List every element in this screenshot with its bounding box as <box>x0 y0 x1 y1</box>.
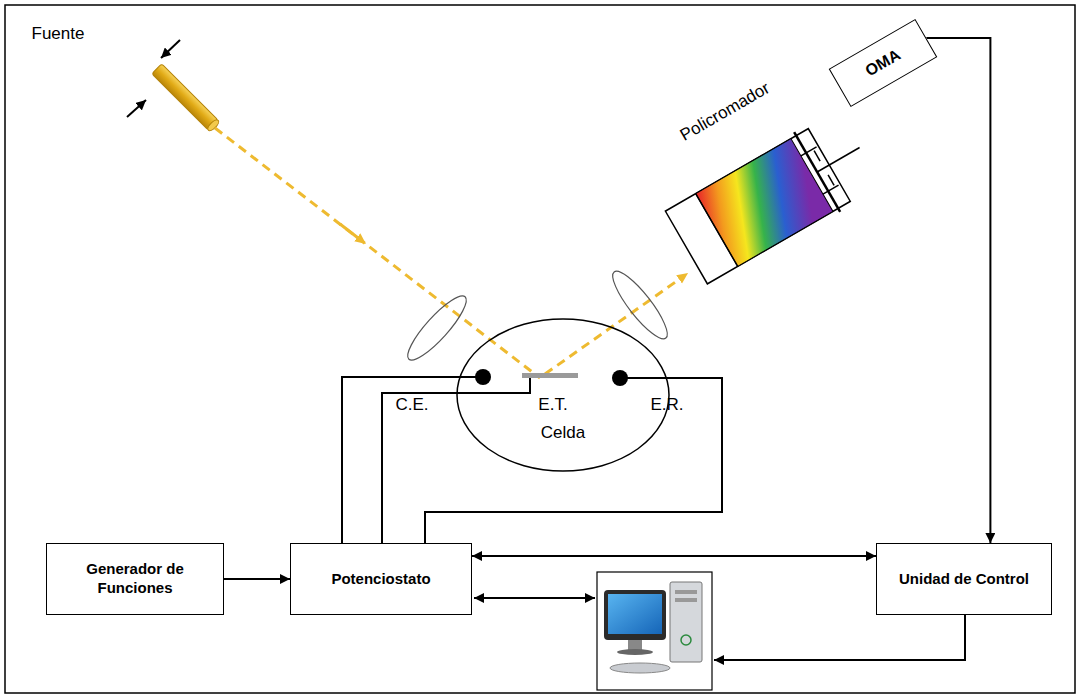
electrode-label: C.E. <box>395 395 428 415</box>
electrode-wire <box>342 377 483 543</box>
source-label: Fuente <box>32 24 85 44</box>
node-text: Generador de Funciones <box>55 560 215 598</box>
process-box: Generador de Funciones <box>46 543 224 615</box>
lens <box>401 289 474 366</box>
oma-box: OMA <box>829 19 938 107</box>
signal-arrow <box>926 38 990 543</box>
computer-icon <box>597 572 712 690</box>
working-electrode <box>522 373 578 378</box>
beam-arrow <box>340 224 362 241</box>
node-text: Unidad de Control <box>899 570 1029 589</box>
data-link <box>474 597 595 599</box>
node-text: Potenciostato <box>331 570 430 589</box>
electrode-label: E.R. <box>650 395 683 415</box>
process-box: Unidad de Control <box>876 543 1052 615</box>
light-beam <box>215 128 540 378</box>
signal-arrow <box>472 555 876 557</box>
frame <box>5 5 1075 693</box>
pointer-arrow <box>161 40 180 58</box>
electrode-label: E.T. <box>538 395 567 415</box>
light-beam <box>545 276 684 374</box>
node-text: OMA <box>862 45 904 81</box>
electrode-wire <box>425 378 722 543</box>
polychromator-label: Policromador <box>677 78 774 145</box>
lens <box>605 265 674 345</box>
signal-arrow <box>224 578 290 580</box>
light-source <box>152 64 221 133</box>
pointer-arrow <box>127 100 146 117</box>
node-text: Celda <box>541 423 585 442</box>
data-link <box>714 615 965 660</box>
process-box: Potenciostato <box>290 543 472 615</box>
